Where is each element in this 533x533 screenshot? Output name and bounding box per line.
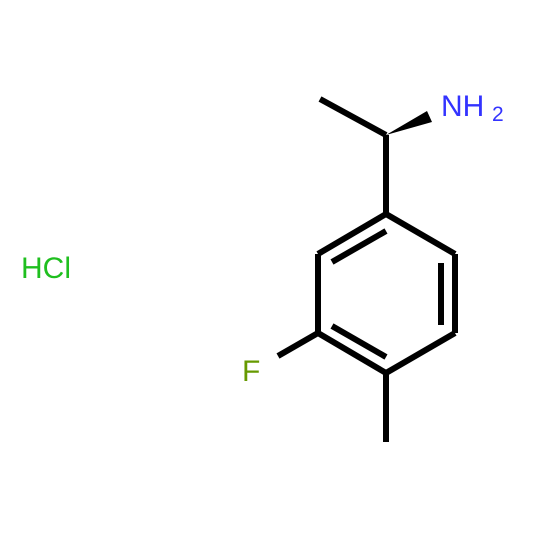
amine-subscript: 2	[492, 103, 504, 126]
fluorine-label: F	[242, 355, 260, 388]
ring-bond-c4-c5	[316, 330, 388, 376]
bond-ring-fluorine	[276, 330, 320, 359]
ring-bond-c1-c2	[384, 211, 457, 257]
wedge-bond-stereocenter-amine	[386, 111, 432, 135]
ring-inner-bond-c6-c1	[330, 228, 388, 265]
amine-label: NH	[441, 90, 484, 123]
bond-methyl-stereocenter	[318, 96, 388, 138]
ring-inner-bond-c4-c5	[330, 323, 388, 360]
ring-bond-c3-c4	[384, 330, 457, 376]
ring-bond-c6-c1	[316, 211, 388, 257]
hcl-label: HCl	[21, 252, 71, 285]
